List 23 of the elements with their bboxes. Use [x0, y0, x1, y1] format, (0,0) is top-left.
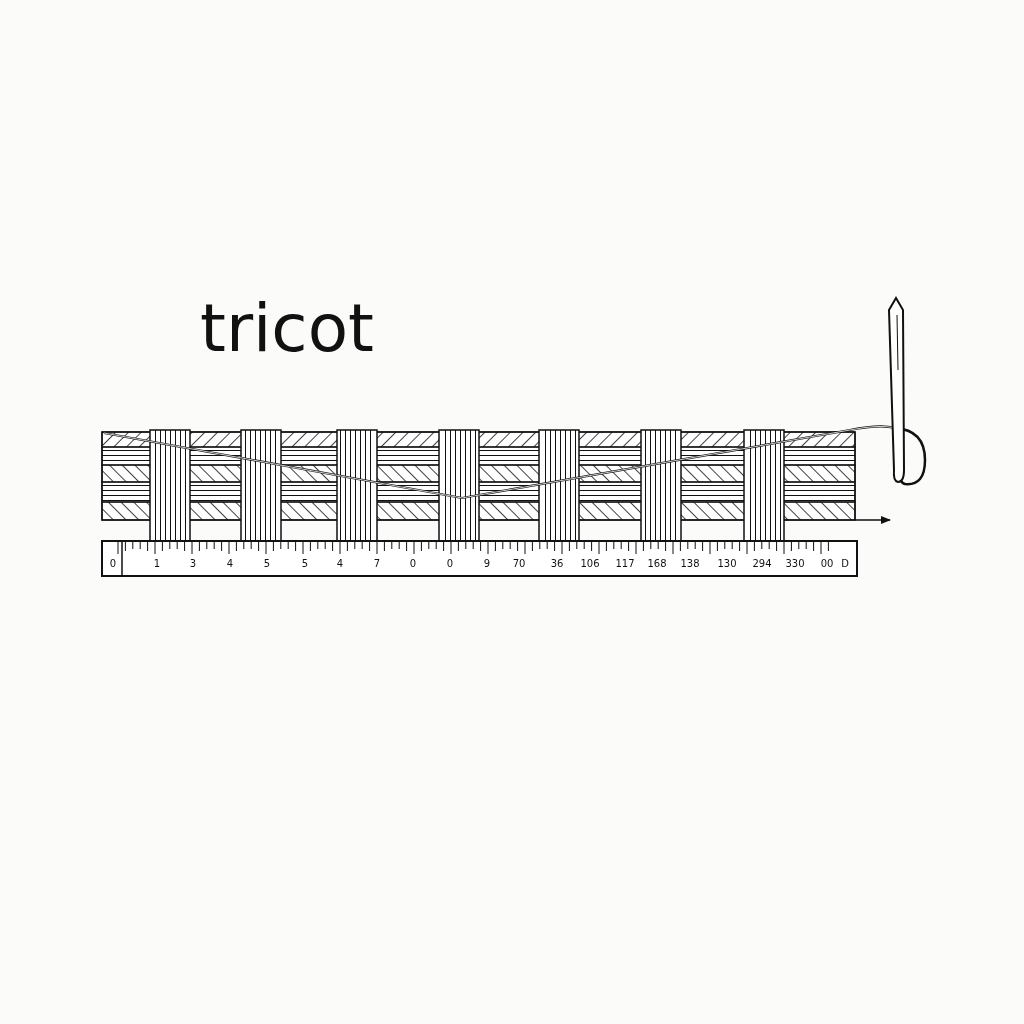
ruler-number: 130	[717, 559, 737, 569]
ruler-number: 70	[512, 559, 526, 569]
ruler-number: 00	[820, 559, 834, 569]
ruler-number: 168	[647, 559, 667, 569]
ruler-number: 5	[263, 559, 271, 569]
ruler-number: 0	[446, 559, 454, 569]
ruler-number: 330	[785, 559, 805, 569]
ruler-number: 0	[109, 559, 117, 569]
ruler-number: 1	[153, 559, 161, 569]
ruler-number: 5	[301, 559, 309, 569]
ruler-number: 138	[680, 559, 700, 569]
ruler-number: 0	[409, 559, 417, 569]
title: tricot	[200, 296, 374, 362]
ruler-number: 117	[615, 559, 635, 569]
ruler-number: D	[841, 559, 849, 569]
ruler-number: 106	[580, 559, 600, 569]
ruler-number: 36	[550, 559, 564, 569]
ruler-number: 294	[752, 559, 772, 569]
ruler-number: 4	[226, 559, 234, 569]
ruler-number: 7	[373, 559, 381, 569]
ruler-number: 9	[483, 559, 491, 569]
ruler-number: 3	[189, 559, 197, 569]
ruler-number: 4	[336, 559, 344, 569]
